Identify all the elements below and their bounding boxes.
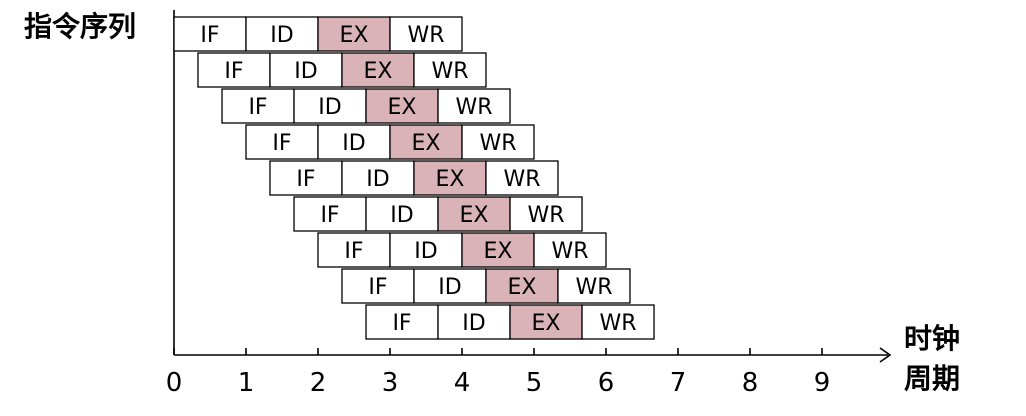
stage-box-wr [389,16,463,52]
instruction-row: IF ID EX WR [293,196,583,232]
instruction-rows: IF ID EX WR IF ID EX WR IF ID EX WR IF ID EX WR IF ID EX WR… [173,16,655,340]
stage-box-wr [533,232,607,268]
x-tick-label: 1 [238,368,255,398]
stage-box-id [293,88,367,124]
stage-box-ex [485,268,559,304]
x-tick-label: 7 [670,368,687,398]
stage-label: ID [366,167,389,192]
x-axis-arrowhead [879,347,892,363]
stage-label: IF [320,203,339,228]
stage-box-if [365,304,439,340]
stage-box-id [245,16,319,52]
stage-label: EX [340,23,369,48]
stage-box-if [341,268,415,304]
x-tick-label: 3 [382,368,399,398]
stage-label: ID [390,203,413,228]
stage-box-wr [557,268,631,304]
stage-label: ID [462,311,485,336]
stage-label: WR [479,131,516,156]
stage-box-ex [365,88,439,124]
x-tick-label: 0 [166,368,183,398]
stage-box-wr [581,304,655,340]
instruction-row: IF ID EX WR [317,232,607,268]
stage-box-if [293,196,367,232]
stage-label: IF [224,59,243,84]
stage-label: WR [600,311,637,336]
stage-label: WR [575,275,612,300]
stage-box-id [269,52,343,88]
instruction-row: IF ID EX WR [341,268,631,304]
stage-label: EX [460,203,489,228]
stage-label: WR [528,203,565,228]
stage-label: EX [412,131,441,156]
stage-box-if [269,160,343,196]
stage-box-if [245,124,319,160]
instruction-row: IF ID EX WR [365,304,655,340]
instruction-row: IF ID EX WR [245,124,535,160]
x-tick-label: 9 [814,368,831,398]
x-axis-title-line2: 周期 [904,362,960,395]
stage-label: EX [532,311,561,336]
stage-label: IF [248,95,267,120]
stage-box-id [365,196,439,232]
stage-box-ex [413,160,487,196]
stage-label: WR [456,95,493,120]
stage-label: IF [296,167,315,192]
x-tick-label: 5 [526,368,543,398]
stage-label: ID [414,239,437,264]
stage-box-id [437,304,511,340]
stage-box-id [413,268,487,304]
stage-box-ex [461,232,535,268]
x-tick-label: 8 [742,368,759,398]
stage-label: EX [363,59,392,84]
stage-label: IF [200,23,219,48]
stage-label: EX [507,275,536,300]
stage-label: IF [368,275,387,300]
stage-box-wr [509,196,583,232]
stage-label: EX [484,239,513,264]
stage-box-ex [317,16,391,52]
stage-label: EX [435,167,464,192]
stage-label: ID [270,23,293,48]
stage-box-wr [461,124,535,160]
stage-box-wr [413,52,487,88]
stage-label: ID [294,59,317,84]
stage-box-id [317,124,391,160]
x-tick-label: 4 [454,368,471,398]
stage-box-wr [437,88,511,124]
stage-label: IF [272,131,291,156]
axes: 指令序列 时钟 周期 [24,10,960,395]
stage-box-wr [485,160,559,196]
instruction-row: IF ID EX WR [197,52,487,88]
stage-box-ex [509,304,583,340]
stage-label: EX [388,95,417,120]
stage-label: ID [438,275,461,300]
instruction-row: IF ID EX WR [173,16,463,52]
stage-label: ID [318,95,341,120]
instruction-row: IF ID EX WR [269,160,559,196]
stage-label: WR [431,59,468,84]
x-tick-label: 2 [310,368,327,398]
x-tick-label: 6 [598,368,615,398]
instruction-row: IF ID EX WR [221,88,511,124]
x-axis-ticks: 0 1 2 3 4 5 6 7 8 9 [166,348,831,398]
stage-label: WR [503,167,540,192]
stage-label: IF [344,239,363,264]
stage-box-id [341,160,415,196]
x-axis-title-line1: 时钟 [904,322,960,355]
stage-label: ID [342,131,365,156]
stage-label: WR [407,23,444,48]
y-axis-title: 指令序列 [24,10,136,43]
stage-box-if [197,52,271,88]
stage-label: IF [392,311,411,336]
stage-label: WR [551,239,588,264]
